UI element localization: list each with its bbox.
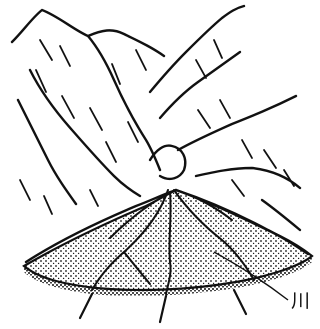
- river-label: 川: [291, 292, 310, 311]
- ridge-hatching: [20, 40, 294, 214]
